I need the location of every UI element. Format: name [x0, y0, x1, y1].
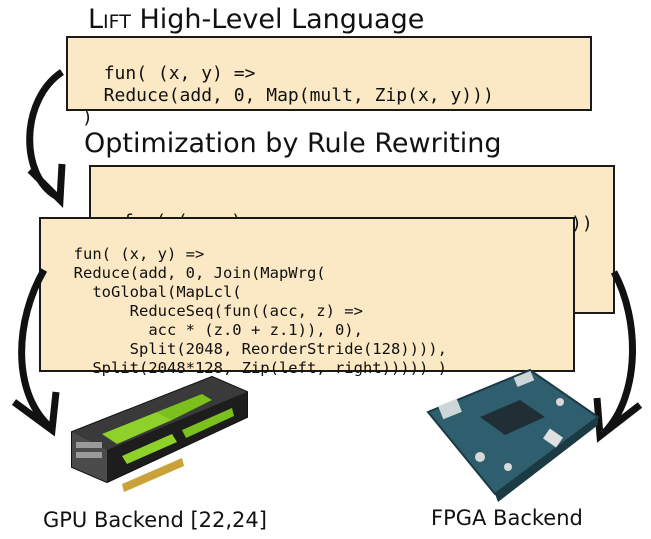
title-rest: High-Level Language	[130, 4, 425, 35]
title-optimization: Optimization by Rule Rewriting	[84, 128, 502, 159]
code-rewritten: fun( (x, y) => Reduce(add, 0, Join(MapWr…	[73, 245, 447, 377]
caption-gpu-backend: GPU Backend [22,24]	[43, 508, 267, 532]
lift-smallcaps: Lift	[88, 4, 131, 35]
arrow-mid-to-fpga	[602, 270, 636, 435]
fpga-board-image	[426, 368, 600, 502]
arrow-mid-to-gpu	[18, 268, 51, 428]
gpu-card-image	[71, 375, 248, 492]
title-lift-high-level-language: Lift High-Level Language	[88, 4, 424, 35]
code-box-high-level: fun( (x, y) => Reduce(add, 0, Map(mult, …	[66, 36, 592, 128]
code-high-level: fun( (x, y) => Reduce(add, 0, Map(mult, …	[82, 63, 494, 128]
code-back-tail: ))	[571, 213, 593, 234]
code-box-rewritten-front: fun( (x, y) => Reduce(add, 0, Join(MapWr…	[39, 217, 575, 377]
caption-fpga-backend: FPGA Backend	[431, 506, 583, 530]
